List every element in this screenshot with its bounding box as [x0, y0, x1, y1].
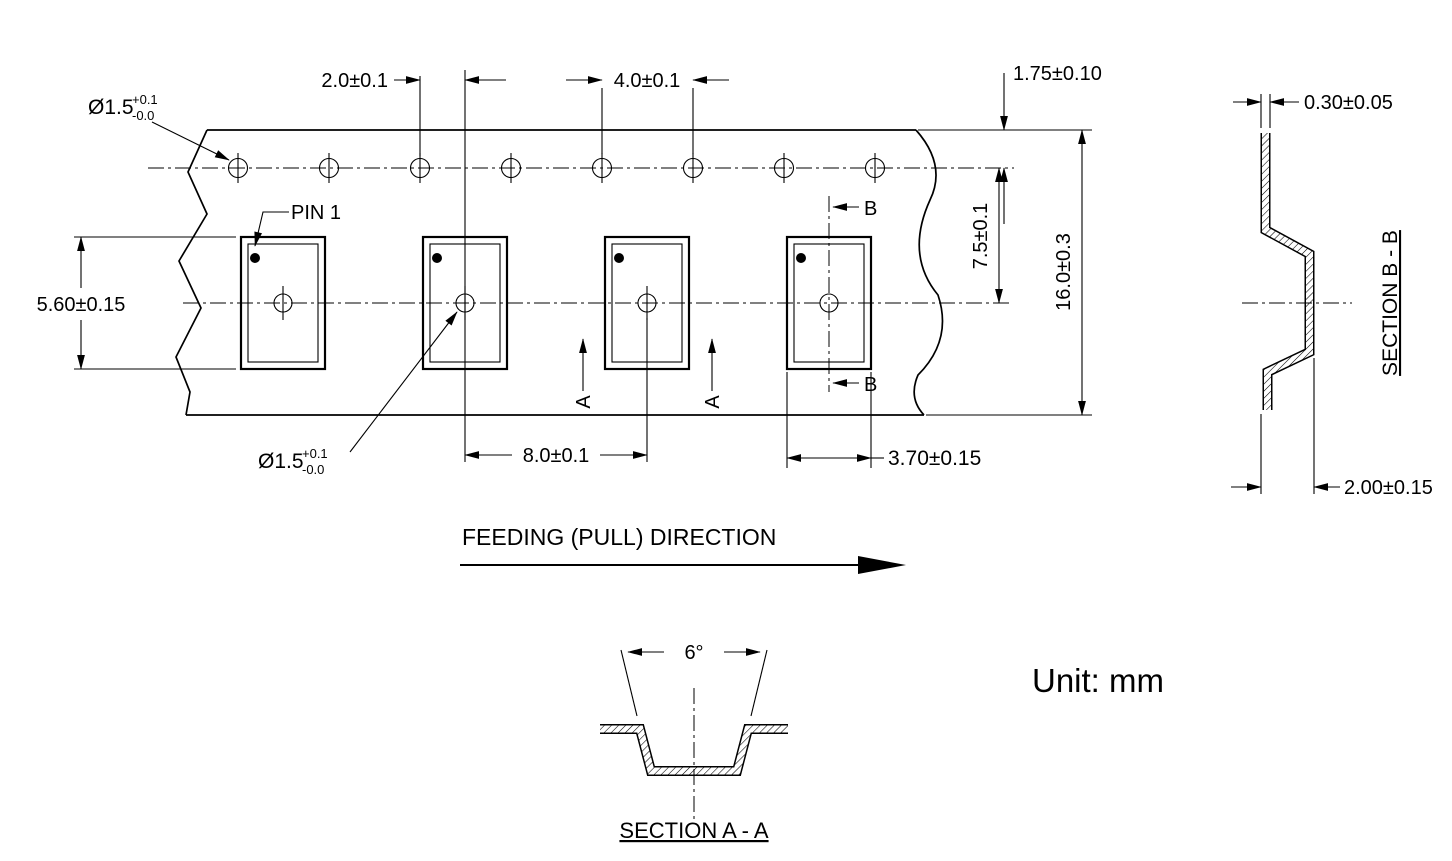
dim-tape-width-label: 16.0±0.3	[1053, 233, 1075, 311]
dim-pocket-length: 5.60±0.15	[37, 236, 236, 370]
section-b-marker-bottom: B	[864, 374, 877, 396]
dim-pocket-hole-diameter: Ø1.5 +0.1 -0.0	[258, 311, 458, 477]
dim-pocket-length-label: 5.60±0.15	[37, 294, 126, 316]
pocket-hole-dia-minus-tol: -0.0	[302, 462, 324, 477]
dim-hole-to-pocket-x-label: 2.0±0.1	[321, 70, 388, 92]
sprocket-hole	[409, 153, 431, 183]
section-a-cut-markers: A A	[573, 338, 724, 409]
feeding-direction-label: FEEDING (PULL) DIRECTION	[462, 524, 776, 550]
pin1-label: PIN 1	[291, 202, 341, 224]
dim-pocket-width-label: 3.70±0.15	[888, 447, 981, 470]
centerlines	[148, 167, 1014, 304]
sprocket-hole-dia-minus-tol: -0.0	[132, 108, 154, 123]
dim-pocket-pitch-label: 8.0±0.1	[523, 445, 590, 467]
sprocket-hole	[682, 153, 704, 183]
pin1-dot	[614, 253, 624, 263]
dim-sprocket-hole-diameter: Ø1.5 +0.1 -0.0	[88, 92, 230, 161]
sprocket-hole-dia-plus-tol: +0.1	[132, 92, 158, 107]
sprocket-hole	[318, 153, 340, 183]
dim-hole-to-pocket-x: 2.0±0.1	[321, 70, 506, 462]
carrier-tape-outline	[175, 129, 944, 416]
section-b-cut-markers: B B	[828, 196, 877, 396]
dim-draft-angle-label: 6°	[684, 642, 703, 664]
right-break-line	[913, 129, 944, 416]
section-b-marker-top: B	[864, 198, 877, 220]
sprocket-holes	[227, 153, 886, 183]
dim-sprocket-to-pocket-y-label: 7.5±0.1	[970, 203, 992, 270]
dim-sprocket-pitch-label: 4.0±0.1	[614, 70, 681, 92]
sprocket-hole-dia-label: Ø1.5	[88, 96, 134, 119]
section-a-title: SECTION A - A	[619, 818, 768, 843]
sprocket-hole	[227, 153, 249, 183]
sprocket-hole	[773, 153, 795, 183]
unit-note: Unit: mm	[1032, 662, 1164, 699]
dim-sprocket-to-pocket-y: 7.5±0.1	[970, 167, 1003, 304]
section-a-marker-right: A	[702, 395, 724, 409]
pin1-dot	[432, 253, 442, 263]
dim-pocket-width: 3.70±0.15	[786, 372, 981, 470]
section-a-marker-left: A	[573, 395, 595, 409]
pocket-hole-dia-label: Ø1.5	[258, 450, 304, 473]
sprocket-hole	[500, 153, 522, 183]
left-break-line	[175, 129, 208, 416]
dim-tape-thickness-label: 0.30±0.05	[1304, 92, 1393, 114]
feeding-direction: FEEDING (PULL) DIRECTION	[460, 524, 906, 574]
dim-tape-width: 16.0±0.3	[918, 129, 1092, 416]
section-b-view: 0.30±0.05 2.00±0.15 SECTION B - B	[1231, 92, 1433, 499]
section-a-view: 6° SECTION A - A	[600, 642, 788, 843]
pin1-dot	[796, 253, 806, 263]
dim-draft-angle: 6°	[620, 642, 768, 717]
sprocket-hole	[591, 153, 613, 183]
section-b-title: SECTION B - B	[1379, 230, 1402, 376]
pocket-1	[239, 235, 327, 371]
dim-pocket-depth-label: 2.00±0.15	[1344, 477, 1433, 499]
dim-pocket-depth: 2.00±0.15	[1231, 358, 1433, 499]
feeding-direction-arrow	[858, 556, 906, 574]
dim-edge-to-sprocket-label: 1.75±0.10	[1013, 63, 1102, 85]
pocket-hole-dia-plus-tol: +0.1	[302, 446, 328, 461]
pin1-callout: PIN 1	[254, 202, 341, 247]
sprocket-hole	[864, 153, 886, 183]
dim-sprocket-pitch: 4.0±0.1	[566, 70, 729, 154]
dim-pocket-pitch: 8.0±0.1	[464, 318, 648, 467]
dim-tape-thickness: 0.30±0.05	[1233, 92, 1393, 128]
pin1-dot	[250, 253, 260, 263]
dim-edge-to-sprocket: 1.75±0.10	[1000, 63, 1102, 224]
